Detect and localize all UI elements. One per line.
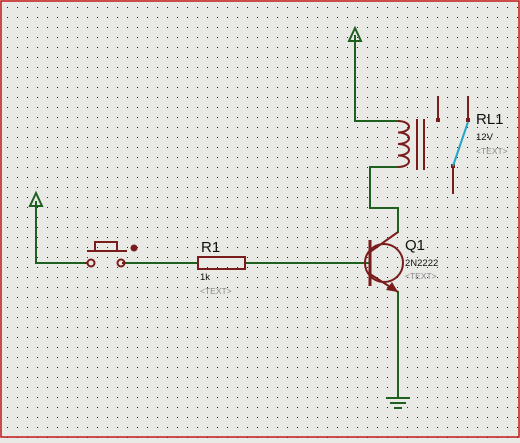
power-arrow-left-icon[interactable] <box>28 190 44 207</box>
wire-group <box>35 35 399 399</box>
transistor-value-label: 2N2222 <box>405 258 438 269</box>
resistor-text-placeholder: <TEXT> <box>200 286 232 296</box>
wire-left-power[interactable] <box>35 201 86 264</box>
resistor-icon[interactable] <box>197 256 246 270</box>
relay-ref-label: RL1 <box>476 111 504 128</box>
wire-top-power[interactable] <box>354 35 399 122</box>
power-arrow-top-icon[interactable] <box>347 25 363 42</box>
ground-icon[interactable] <box>386 397 410 409</box>
grid-dots <box>7 7 518 438</box>
wire-coil-to-collector[interactable] <box>369 166 399 233</box>
resistor-value-label: 1k <box>200 272 210 283</box>
inductor-coil-icon[interactable] <box>397 119 425 170</box>
npn-transistor-icon[interactable] <box>364 231 404 293</box>
transistor-ref-label: Q1 <box>405 237 425 254</box>
relay-text-placeholder: <TEXT> <box>476 146 508 156</box>
resistor-ref-label: R1 <box>201 239 220 256</box>
transistor-text-placeholder: <TEXT> <box>405 271 437 281</box>
relay-value-label: 12V <box>476 132 494 143</box>
pushbutton-icon[interactable] <box>85 241 138 268</box>
relay-contact-icon[interactable] <box>436 96 470 194</box>
